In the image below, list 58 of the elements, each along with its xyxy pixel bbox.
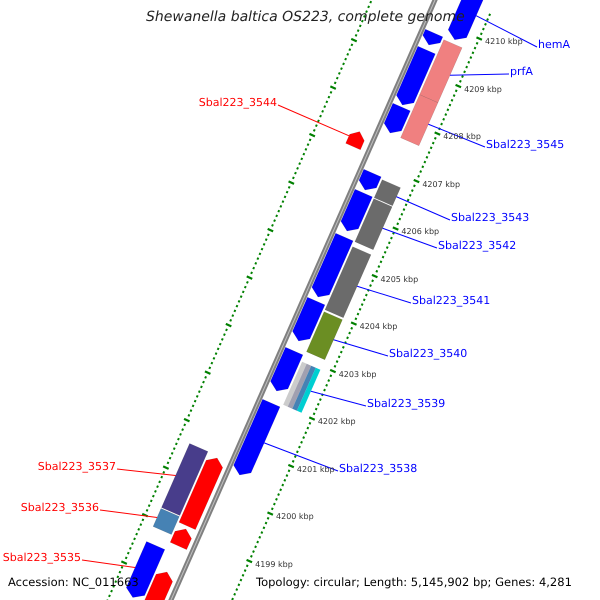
gene-label: Sbal223_3539 <box>367 396 446 412</box>
leader-line <box>264 442 338 472</box>
gene-bar <box>161 443 208 516</box>
gene-feature <box>270 346 304 392</box>
leader-line <box>100 510 158 518</box>
leader-line <box>449 74 510 76</box>
leader-line <box>310 390 366 406</box>
gene-feature <box>422 28 444 46</box>
leader-line <box>476 15 538 48</box>
tick-label: 4201 kbp <box>296 464 335 475</box>
tick-label: 4207 kbp <box>422 180 460 190</box>
gene-label: Sbal223_3537 <box>38 459 116 475</box>
gene-bar <box>400 94 438 146</box>
leader-line <box>82 560 136 568</box>
leader-line <box>356 286 412 304</box>
tick-label: 4202 kbp <box>318 417 356 428</box>
tick-label: 4205 kbp <box>380 274 418 285</box>
gene-label: Sbal223_3540 <box>389 346 468 362</box>
gene-feature <box>384 102 411 134</box>
gene-feature <box>396 46 436 106</box>
gene-feature <box>292 296 326 342</box>
tick-label: 4208 kbp <box>443 132 481 142</box>
gene-feature <box>345 131 365 150</box>
gene-label: hemA <box>538 37 570 53</box>
leader-line <box>278 104 350 136</box>
gene-bar <box>419 39 462 103</box>
gene-feature <box>358 168 382 190</box>
footer-text: Topology: circular; Length: 5,145,902 bp; Genes: 4,281 <box>256 574 572 590</box>
gene-feature <box>340 188 373 232</box>
tick-label: 4200 kbp <box>276 512 314 522</box>
gene-label: Sbal223_3544 <box>198 95 277 111</box>
gene-feature <box>312 232 354 298</box>
leader-line <box>333 339 388 356</box>
gene-bar <box>283 362 320 413</box>
tick-label: 4199 kbp <box>255 560 293 570</box>
gene-feature <box>233 398 280 476</box>
leader-line <box>396 196 450 220</box>
tick-label: 4204 kbp <box>360 322 398 332</box>
gene-bar <box>374 179 401 206</box>
gene-bar <box>306 311 343 360</box>
leader-line <box>116 468 176 476</box>
tick-label: 4203 kbp <box>338 370 376 380</box>
gene-label: Sbal223_3542 <box>438 238 516 254</box>
tick-label: 4206 kbp <box>401 227 440 238</box>
gene-label: Sbal223_3541 <box>412 293 490 309</box>
tick-label: 4210 kbp <box>485 37 523 48</box>
leader-line <box>428 124 486 148</box>
gene-label: Sbal223_3536 <box>20 500 99 516</box>
leader-line <box>382 228 438 248</box>
gene-label: Sbal223_3538 <box>339 461 418 477</box>
gene-label: Sbal223_3545 <box>486 137 564 153</box>
gene-label: Sbal223_3535 <box>2 550 81 566</box>
gene-bar <box>324 246 372 318</box>
gene-feature <box>178 458 223 530</box>
gene-bar <box>152 508 180 535</box>
gene-label: prfA <box>510 64 533 80</box>
gene-label: Sbal223_3543 <box>451 210 530 226</box>
gene-feature <box>170 528 192 550</box>
